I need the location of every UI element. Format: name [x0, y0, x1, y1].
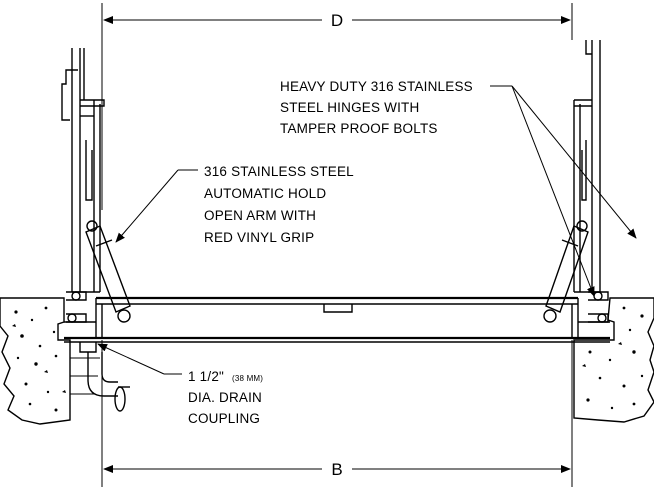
dimension-d: D: [101, 3, 573, 210]
drain-metric-text: (38 MM): [232, 374, 263, 383]
drain-coupling: [79, 342, 130, 412]
hinge-note-line-3: TAMPER PROOF BOLTS: [280, 121, 438, 136]
drain-note-line-1: 1 1/2" (38 MM): [188, 369, 263, 384]
arm-note-line-3: OPEN ARM WITH: [204, 208, 316, 223]
right-hold-open-arm: [543, 220, 609, 323]
drain-note-line-2: DIA. DRAIN: [188, 390, 262, 405]
hinge-callout: HEAVY DUTY 316 STAINLESS STEEL HINGES WI…: [280, 79, 637, 297]
hatch-frame: [64, 296, 610, 343]
hinge-note-line-2: STEEL HINGES WITH: [280, 100, 419, 115]
dimension-b-label: B: [331, 460, 342, 479]
right-concrete-slab: [573, 297, 654, 423]
left-door-leaf: [61, 48, 105, 293]
arm-note-line-1: 316 STAINLESS STEEL: [204, 164, 354, 179]
dimension-b: B: [101, 340, 573, 487]
drain-note-line-3: COUPLING: [188, 411, 260, 426]
arm-note-line-4: RED VINYL GRIP: [204, 230, 314, 245]
arm-note-line-2: AUTOMATIC HOLD: [204, 186, 326, 201]
left-concrete-slab: [0, 297, 100, 425]
drain-callout: 1 1/2" (38 MM) DIA. DRAIN COUPLING: [97, 343, 263, 426]
left-hold-open-arm: [66, 220, 131, 323]
hinge-note-line-1: HEAVY DUTY 316 STAINLESS: [280, 79, 473, 94]
drain-size-text: 1 1/2": [188, 369, 224, 384]
dimension-d-label: D: [331, 11, 343, 30]
arm-callout: 316 STAINLESS STEEL AUTOMATIC HOLD OPEN …: [115, 164, 354, 245]
